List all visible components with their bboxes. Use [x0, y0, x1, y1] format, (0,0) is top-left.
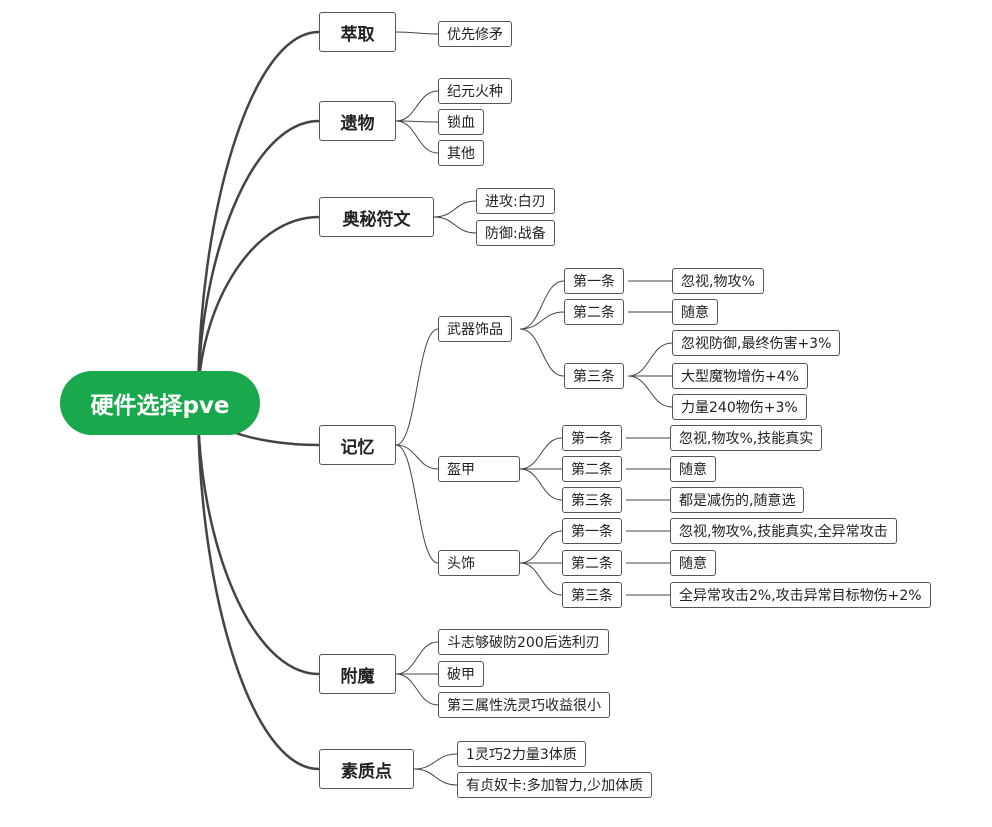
connector-line	[196, 402, 320, 771]
option-node[interactable]: 随意	[670, 550, 716, 576]
connector-line	[519, 280, 565, 330]
slot-node[interactable]: 第三条	[564, 363, 624, 389]
option-node[interactable]: 全异常攻击2%,攻击异常目标物伤+2%	[670, 582, 931, 608]
connector-line	[627, 375, 673, 408]
connector-line	[395, 673, 439, 706]
connector-line	[196, 215, 320, 404]
connector-line	[395, 120, 439, 123]
option-node[interactable]: 忽视,物攻%,技能真实,全异常攻击	[670, 518, 897, 544]
connector-line	[395, 31, 439, 35]
option-node[interactable]: 随意	[670, 456, 716, 482]
connector-line	[395, 90, 439, 122]
slot-node[interactable]: 第二条	[562, 550, 622, 576]
connector-line	[413, 753, 458, 770]
connector-line	[395, 444, 439, 564]
connector-line	[196, 402, 320, 676]
option-node[interactable]: 力量240物伤+3%	[672, 394, 807, 420]
subtopic-node[interactable]: 纪元火种	[438, 78, 512, 104]
subtopic-node[interactable]: 进攻:白刃	[476, 188, 555, 214]
subtopic-node[interactable]: 第三属性洗灵巧收益很小	[438, 692, 610, 718]
slot-node[interactable]: 第一条	[564, 268, 624, 294]
connector-line	[519, 468, 563, 501]
option-node[interactable]: 都是减伤的,随意选	[670, 487, 805, 513]
topic-yiwu[interactable]: 遗物	[319, 101, 396, 141]
subtopic-node[interactable]: 破甲	[438, 661, 484, 687]
topic-suzhidian[interactable]: 素质点	[319, 749, 414, 789]
subtopic-node[interactable]: 防御:战备	[476, 220, 555, 246]
option-node[interactable]: 忽视防御,最终伤害+3%	[672, 330, 841, 356]
slot-node[interactable]: 第一条	[562, 518, 622, 544]
topic-jiyi[interactable]: 记忆	[319, 425, 396, 465]
memory-group-headwear[interactable]: 头饰	[438, 550, 520, 576]
connector-line	[519, 311, 565, 330]
topic-aomi-fuwen[interactable]: 奥秘符文	[319, 197, 434, 237]
subtopic-node[interactable]: 优先修矛	[438, 21, 512, 47]
memory-group-armor[interactable]: 盔甲	[438, 456, 520, 482]
connector-line	[395, 328, 439, 446]
subtopic-node[interactable]: 有贞奴卡:多加智力,少加体质	[457, 772, 653, 798]
topic-cuiqu[interactable]: 萃取	[319, 12, 396, 52]
connector-line	[196, 30, 320, 404]
connector-line	[519, 530, 563, 564]
subtopic-node[interactable]: 其他	[438, 140, 484, 166]
option-node[interactable]: 大型魔物增伤+4%	[672, 363, 808, 389]
connector-line	[413, 768, 458, 786]
slot-node[interactable]: 第一条	[562, 425, 622, 451]
option-node[interactable]: 忽视,物攻%,技能真实	[670, 425, 823, 451]
slot-node[interactable]: 第三条	[562, 487, 622, 513]
root-node[interactable]: 硬件选择pve	[60, 371, 260, 435]
subtopic-node[interactable]: 斗志够破防200后选利刃	[438, 629, 609, 655]
connector-line	[433, 216, 477, 234]
memory-group-weapon[interactable]: 武器饰品	[438, 316, 512, 342]
slot-node[interactable]: 第二条	[562, 456, 622, 482]
connector-line	[627, 342, 673, 377]
connector-line	[519, 562, 563, 596]
connector-line	[395, 444, 439, 470]
connector-line	[395, 641, 439, 675]
topic-fumo[interactable]: 附魔	[319, 654, 396, 694]
connector-line	[519, 437, 563, 470]
connector-line	[196, 119, 320, 404]
subtopic-node[interactable]: 1灵巧2力量3体质	[457, 741, 586, 767]
connector-line	[519, 328, 565, 377]
connector-line	[395, 120, 439, 154]
option-node[interactable]: 忽视,物攻%	[672, 268, 764, 294]
option-node[interactable]: 随意	[672, 299, 718, 325]
connector-line	[433, 200, 477, 218]
subtopic-node[interactable]: 锁血	[438, 109, 484, 135]
slot-node[interactable]: 第二条	[564, 299, 624, 325]
slot-node[interactable]: 第三条	[562, 582, 622, 608]
